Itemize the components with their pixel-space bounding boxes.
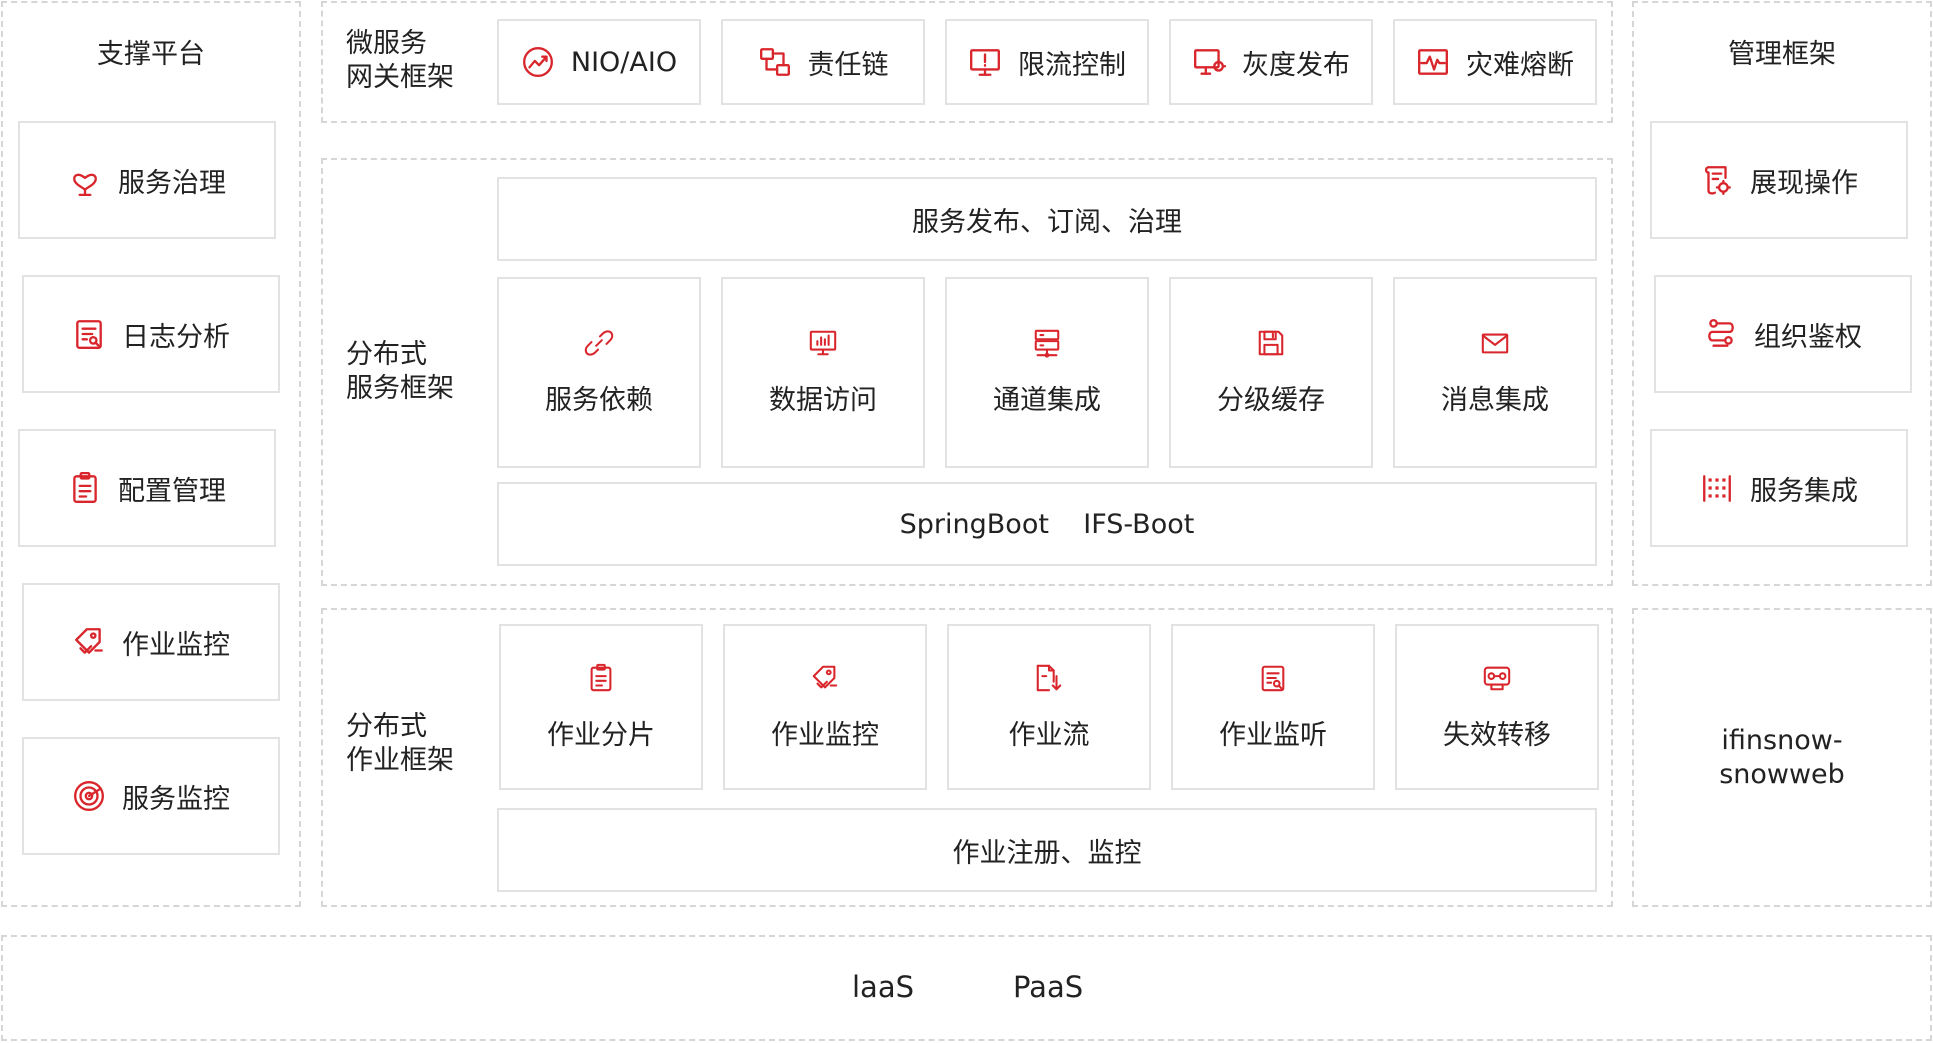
clipboard-list-icon <box>586 663 616 693</box>
job-bottom-label: 作业注册、监控 <box>952 837 1142 869</box>
service-item-label: 通道集成 <box>993 385 1101 416</box>
service-item-dependency[interactable]: 服务依赖 <box>497 277 701 468</box>
alert-monitor-icon <box>968 45 1002 79</box>
service-publish-subscribe-bar[interactable]: 服务发布、订阅、治理 <box>497 177 1597 261</box>
radar-icon <box>72 779 106 813</box>
bar-chart-monitor-icon <box>808 328 838 358</box>
support-item-service-monitor[interactable]: 服务监控 <box>22 737 280 855</box>
infrastructure-panel <box>1 935 1932 1041</box>
service-item-label: 服务依赖 <box>545 385 653 416</box>
gateway-item-label: 限流控制 <box>1018 49 1126 81</box>
mgmt-item-display-operation[interactable]: 展现操作 <box>1650 121 1908 239</box>
support-item-service-governance[interactable]: 服务治理 <box>18 121 276 239</box>
gateway-item-label: 灰度发布 <box>1242 49 1350 81</box>
mail-envelope-icon <box>1480 328 1510 358</box>
job-register-monitor-bar[interactable]: 作业注册、监控 <box>497 808 1597 892</box>
support-platform-title: 支撑平台 <box>97 39 205 70</box>
mgmt-item-label: 展现操作 <box>1750 167 1858 199</box>
server-network-icon <box>1032 328 1062 358</box>
support-item-label: 作业监控 <box>122 629 230 661</box>
file-sort-icon <box>1034 663 1064 693</box>
service-item-label: 数据访问 <box>769 385 877 416</box>
gateway-item-circuit-breaker[interactable]: 灾难熔断 <box>1393 19 1597 105</box>
gateway-item-label: 灾难熔断 <box>1466 49 1574 81</box>
org-flow-icon <box>1704 317 1738 351</box>
pulse-window-icon <box>1416 45 1450 79</box>
support-item-label: 服务监控 <box>122 783 230 815</box>
gateway-item-chain[interactable]: 责任链 <box>721 19 925 105</box>
springboot-label: SpringBoot IFS-Boot <box>899 508 1195 540</box>
springboot-bar[interactable]: SpringBoot IFS-Boot <box>497 482 1597 566</box>
clipboard-list-icon <box>68 471 102 505</box>
gateway-title-line2: 网关框架 <box>346 62 454 93</box>
service-item-channel-integration[interactable]: 通道集成 <box>945 277 1149 468</box>
trend-circle-icon <box>521 45 555 79</box>
iaas-label: laaS <box>852 970 915 1004</box>
scroll-gear-icon <box>1700 163 1734 197</box>
mgmt-item-label: 服务集成 <box>1750 475 1858 507</box>
gateway-item-rate-limit[interactable]: 限流控制 <box>945 19 1149 105</box>
paas-label: PaaS <box>1013 970 1084 1004</box>
gateway-item-nio-aio[interactable]: NIO/AIO <box>497 19 701 105</box>
failover-transfer-icon <box>1482 663 1512 693</box>
mgmt-item-service-integration[interactable]: 服务集成 <box>1650 429 1908 547</box>
job-item-label: 作业流 <box>1008 719 1090 751</box>
service-item-tiered-cache[interactable]: 分级缓存 <box>1169 277 1373 468</box>
link-icon <box>584 328 614 358</box>
job-item-sharding[interactable]: 作业分片 <box>499 624 703 790</box>
gateway-item-label: NIO/AIO <box>570 46 678 78</box>
save-disk-icon <box>1256 328 1286 358</box>
monitor-gear-icon <box>1192 45 1226 79</box>
service-title-line1: 分布式 <box>346 339 427 370</box>
gateway-item-gray-release[interactable]: 灰度发布 <box>1169 19 1373 105</box>
log-report-icon <box>72 317 106 351</box>
support-item-config-management[interactable]: 配置管理 <box>18 429 276 547</box>
job-item-label: 失效转移 <box>1443 719 1551 751</box>
gateway-item-label: 责任链 <box>807 49 889 81</box>
job-item-monitor[interactable]: 作业监控 <box>723 624 927 790</box>
heart-balance-icon <box>68 163 102 197</box>
service-title-line2: 服务框架 <box>346 373 454 404</box>
job-title-line1: 分布式 <box>346 711 427 742</box>
gateway-title-line1: 微服务 <box>346 28 427 59</box>
tag-monitor-icon <box>72 625 106 659</box>
service-item-message-integration[interactable]: 消息集成 <box>1393 277 1597 468</box>
management-framework-title: 管理框架 <box>1728 39 1836 70</box>
mgmt-item-org-auth[interactable]: 组织鉴权 <box>1654 275 1912 393</box>
support-item-label: 服务治理 <box>118 167 226 199</box>
service-item-label: 分级缓存 <box>1217 385 1325 416</box>
job-item-listener[interactable]: 作业监听 <box>1171 624 1375 790</box>
mgmt-item-label: 组织鉴权 <box>1754 321 1862 353</box>
service-top-label: 服务发布、订阅、治理 <box>912 206 1182 238</box>
tag-monitor-icon <box>810 663 840 693</box>
job-item-label: 作业分片 <box>547 719 655 751</box>
service-item-data-access[interactable]: 数据访问 <box>721 277 925 468</box>
job-item-label: 作业监听 <box>1219 719 1327 751</box>
service-item-label: 消息集成 <box>1441 385 1549 416</box>
support-item-job-monitor[interactable]: 作业监控 <box>22 583 280 701</box>
snowweb-line1: ifinsnow- <box>1721 725 1843 756</box>
support-item-log-analysis[interactable]: 日志分析 <box>22 275 280 393</box>
snowweb-panel <box>1632 608 1932 907</box>
job-title-line2: 作业框架 <box>346 745 454 776</box>
support-item-label: 日志分析 <box>122 321 230 353</box>
job-item-failover[interactable]: 失效转移 <box>1395 624 1599 790</box>
dot-grid-icon <box>1700 471 1734 505</box>
support-item-label: 配置管理 <box>118 475 226 507</box>
log-report-icon <box>1258 663 1288 693</box>
job-item-flow[interactable]: 作业流 <box>947 624 1151 790</box>
job-item-label: 作业监控 <box>771 719 879 751</box>
snowweb-line2: snowweb <box>1719 759 1845 790</box>
chain-nodes-icon <box>758 45 792 79</box>
